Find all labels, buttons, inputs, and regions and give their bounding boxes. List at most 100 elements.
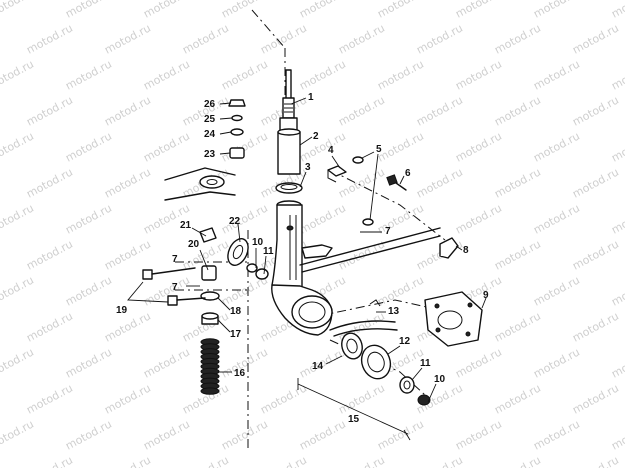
watermark-text: motod.ru [102, 237, 153, 272]
callout-21: 21 [180, 220, 192, 231]
watermark-text: motod.ru [0, 201, 36, 236]
callout-8: 8 [463, 245, 469, 256]
watermark-text: motod.ru [24, 237, 75, 272]
part-bearing-12 [360, 344, 392, 380]
watermark-text: motod.ru [24, 453, 75, 468]
callout-7c: 7 [172, 254, 178, 265]
watermark-text: motod.ru [609, 417, 625, 452]
watermark-text: motod.ru [219, 57, 270, 92]
part-21-20 [199, 227, 217, 281]
callout-6: 6 [405, 168, 411, 179]
callout-7b: 7 [172, 282, 178, 293]
watermark-text: motod.ru [102, 309, 153, 344]
watermark-text: motod.ru [63, 129, 114, 164]
part-seal-22 [227, 238, 249, 266]
watermark-text: motod.ru [492, 309, 543, 344]
watermark-text: motod.ru [141, 57, 192, 92]
watermark-text: motod.ru [0, 57, 36, 92]
watermark-text: motod.ru [63, 0, 114, 21]
watermark-text: motod.ru [0, 129, 36, 164]
watermark-text: motod.ru [102, 453, 153, 468]
watermark-text: motod.ru [102, 381, 153, 416]
callout-11a: 11 [263, 246, 274, 257]
watermark-text: motod.ru [258, 381, 309, 416]
callout-26: 26 [204, 99, 216, 110]
watermark-text: motod.ru [570, 453, 621, 468]
watermark-text: motod.ru [0, 345, 36, 380]
callout-19: 19 [116, 305, 128, 316]
watermark-text: motod.ru [375, 57, 426, 92]
callout-23: 23 [204, 149, 216, 160]
part-upper-arm [164, 167, 236, 201]
callout-9: 9 [483, 290, 489, 301]
callout-16: 16 [234, 368, 246, 379]
watermark-text: motod.ru [609, 273, 625, 308]
watermark-text: motod.ru [63, 417, 114, 452]
spring-coil [200, 387, 220, 395]
callout-17: 17 [230, 329, 242, 340]
watermark-text: motod.ru [375, 273, 426, 308]
callout-22: 22 [229, 216, 241, 227]
watermark-text: motod.ru [180, 21, 231, 56]
callout-14: 14 [312, 361, 324, 372]
watermark-text: motod.ru [102, 93, 153, 128]
part-stack-23-26 [228, 99, 246, 159]
watermark-text: motod.ru [297, 201, 348, 236]
part-knuckle [271, 200, 333, 336]
watermark-text: motod.ru [570, 165, 621, 200]
watermark-text: motod.ru [531, 57, 582, 92]
part-spring-16 [200, 338, 220, 395]
callout-10a: 10 [252, 237, 264, 248]
callout-7a: 7 [385, 226, 391, 237]
watermark-text: motod.ru [453, 129, 504, 164]
watermark-text: motod.ru [297, 0, 348, 21]
watermark-text: motod.ru [0, 273, 36, 308]
part-10-11-upper [246, 263, 269, 280]
watermark-text: motod.ru [492, 237, 543, 272]
watermark-text: motod.ru [453, 57, 504, 92]
watermark-text: motod.ru [24, 381, 75, 416]
watermark-text: motod.ru [453, 201, 504, 236]
part-seal-14 [341, 332, 363, 360]
watermark-text: motod.ru [570, 309, 621, 344]
watermark-text: motod.ru [297, 57, 348, 92]
watermark-text: motod.ru [531, 345, 582, 380]
watermark-text: motod.ru [24, 309, 75, 344]
watermark-text: motod.ru [570, 93, 621, 128]
watermark-text: motod.ru [414, 21, 465, 56]
callout-20: 20 [188, 239, 200, 250]
watermark-text: motod.ru [609, 345, 625, 380]
watermark-text: motod.ru [609, 0, 625, 21]
part-bracket [327, 165, 347, 183]
callout-24: 24 [204, 129, 216, 140]
watermark-text: motod.ru [531, 0, 582, 21]
watermark-text: motod.ru [531, 417, 582, 452]
callout-13: 13 [388, 306, 400, 317]
watermark-text: motod.ru [570, 21, 621, 56]
callout-12: 12 [399, 336, 411, 347]
group-bracket-15 [297, 378, 411, 441]
callout-3: 3 [305, 162, 311, 173]
watermark-text: motod.ru [336, 237, 387, 272]
watermark-text: motod.ru [297, 129, 348, 164]
watermark-text: motod.ru [336, 93, 387, 128]
watermark-text: motod.ru [0, 417, 36, 452]
watermark-text: motod.ru [141, 0, 192, 21]
watermark-text: motod.ru [609, 57, 625, 92]
watermark-text: motod.ru [63, 345, 114, 380]
part-nut-5 [352, 156, 374, 226]
watermark-text: motod.ru [531, 273, 582, 308]
callout-15: 15 [348, 414, 360, 425]
callout-4: 4 [328, 145, 334, 156]
part-nut-10-lower [417, 394, 431, 406]
watermark-text: motod.ru [180, 453, 231, 468]
callout-2: 2 [313, 131, 319, 142]
callout-11b: 11 [420, 358, 431, 369]
watermark-text: motod.ru [492, 381, 543, 416]
watermark-text: motod.ru [531, 201, 582, 236]
part-bolt-6 [386, 174, 407, 191]
part-bolts-19 [142, 267, 206, 306]
leader-lines [127, 97, 487, 403]
